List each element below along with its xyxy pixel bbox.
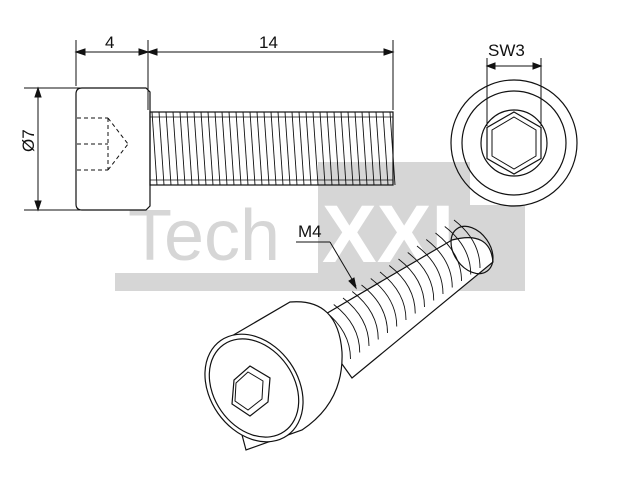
thread-crest-line	[249, 111, 256, 186]
thread-crest-line	[151, 111, 158, 186]
dimension-thread-length	[146, 40, 395, 110]
dimension-thread-length-label: 14	[259, 33, 278, 52]
iso-thread-crest	[398, 258, 425, 308]
iso-thread-crest	[342, 297, 370, 347]
thread-crest-line	[340, 111, 347, 186]
iso-head-face	[204, 333, 304, 443]
thread-crest-line	[270, 111, 277, 186]
side-view	[75, 87, 396, 211]
thread-crest-line	[172, 111, 179, 186]
isometric-view	[204, 219, 494, 451]
thread-crest-line	[284, 111, 291, 186]
thread-callout	[296, 241, 357, 290]
thread-crest-line	[165, 111, 172, 186]
dimension-head-length-label: 4	[105, 33, 114, 52]
thread-crest-line	[382, 111, 389, 186]
thread-crest-line	[361, 111, 368, 186]
socket-hidden-lines	[77, 117, 129, 171]
iso-thread-crest	[444, 226, 472, 275]
thread-crest-line	[214, 111, 221, 186]
iso-thread-crest	[416, 245, 444, 295]
thread-crest-line	[389, 111, 396, 186]
end-view-outer-circle	[450, 79, 578, 207]
iso-thread-crest	[407, 252, 435, 301]
hex-socket-inner	[491, 116, 537, 170]
thread-crest-line	[312, 111, 319, 186]
iso-hex-socket-inner	[234, 371, 264, 411]
thread-crest-line	[242, 111, 249, 186]
thread-crest-line	[256, 111, 263, 186]
iso-thread-crest	[453, 219, 481, 269]
iso-head-face-inner	[208, 338, 300, 438]
thread-crest-line	[207, 111, 214, 186]
thread-crest-line	[319, 111, 326, 186]
thread-crest-line	[263, 111, 270, 186]
iso-thread-crest	[379, 271, 407, 321]
screw-head-outline	[75, 87, 151, 211]
thread-crest-line	[347, 111, 354, 186]
thread-lines	[151, 111, 396, 186]
thread-crest-line	[298, 111, 305, 186]
end-view-inner-circle	[461, 90, 567, 196]
watermark-text-left: Tech	[128, 196, 280, 276]
thread-body	[149, 111, 394, 186]
iso-thread-crest	[351, 291, 379, 340]
thread-crest-line	[158, 111, 165, 186]
dimension-head-diameter	[24, 86, 80, 212]
thread-crest-line	[186, 111, 193, 186]
iso-thread-crest	[361, 284, 388, 334]
thread-crest-line	[179, 111, 186, 186]
dimension-head-diameter-label: Ø7	[19, 129, 38, 152]
thread-crest-line	[333, 111, 340, 186]
thread-crest-line	[200, 111, 207, 186]
dimension-socket-size	[485, 58, 543, 126]
end-view-socket-circle	[480, 109, 548, 177]
dimension-socket-size-label: SW3	[488, 41, 525, 60]
iso-thread-crest	[370, 278, 398, 327]
thread-crest-line	[221, 111, 228, 186]
hex-socket-outline	[486, 111, 542, 175]
end-view	[450, 79, 578, 207]
thread-callout-label: M4	[298, 222, 322, 241]
thread-crest-line	[326, 111, 333, 186]
thread-crest-line	[375, 111, 382, 186]
thread-crest-line	[235, 111, 242, 186]
thread-crest-line	[368, 111, 375, 186]
thread-crest-line	[354, 111, 361, 186]
iso-hex-socket	[231, 365, 271, 417]
iso-thread-crest	[435, 232, 462, 282]
thread-crest-line	[228, 111, 235, 186]
thread-crest-line	[193, 111, 200, 186]
iso-thread-crest	[425, 239, 453, 288]
thread-crest-line	[277, 111, 284, 186]
iso-thread-crest	[388, 265, 416, 314]
iso-thread-crest	[333, 304, 361, 353]
thread-crest-line	[305, 111, 312, 186]
thread-crest-line	[291, 111, 298, 186]
